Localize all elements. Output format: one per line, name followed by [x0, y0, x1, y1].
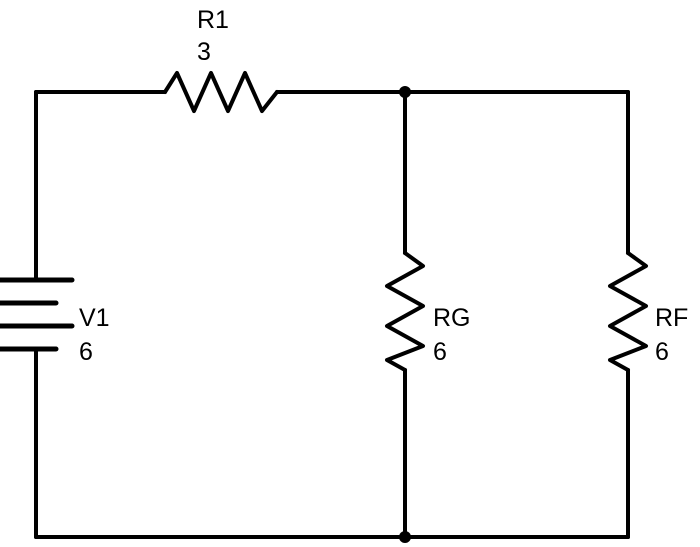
v1-name-label: V1	[79, 304, 110, 332]
wires	[34, 90, 630, 539]
v1-value-label: 6	[79, 338, 93, 366]
rg-name-label: RG	[433, 304, 471, 332]
battery-v1-symbol	[0, 277, 75, 352]
r1-value-label: 3	[197, 38, 211, 66]
junction-node-top	[399, 86, 411, 98]
r1-name-label: R1	[197, 6, 229, 34]
resistor-rg-symbol	[385, 251, 425, 372]
rg-value-label: 6	[433, 338, 447, 366]
resistor-r1-symbol	[163, 71, 279, 113]
junction-node-bottom	[399, 531, 411, 543]
resistor-rf-symbol	[608, 251, 648, 372]
rf-name-label: RF	[655, 304, 688, 332]
rf-value-label: 6	[655, 338, 669, 366]
